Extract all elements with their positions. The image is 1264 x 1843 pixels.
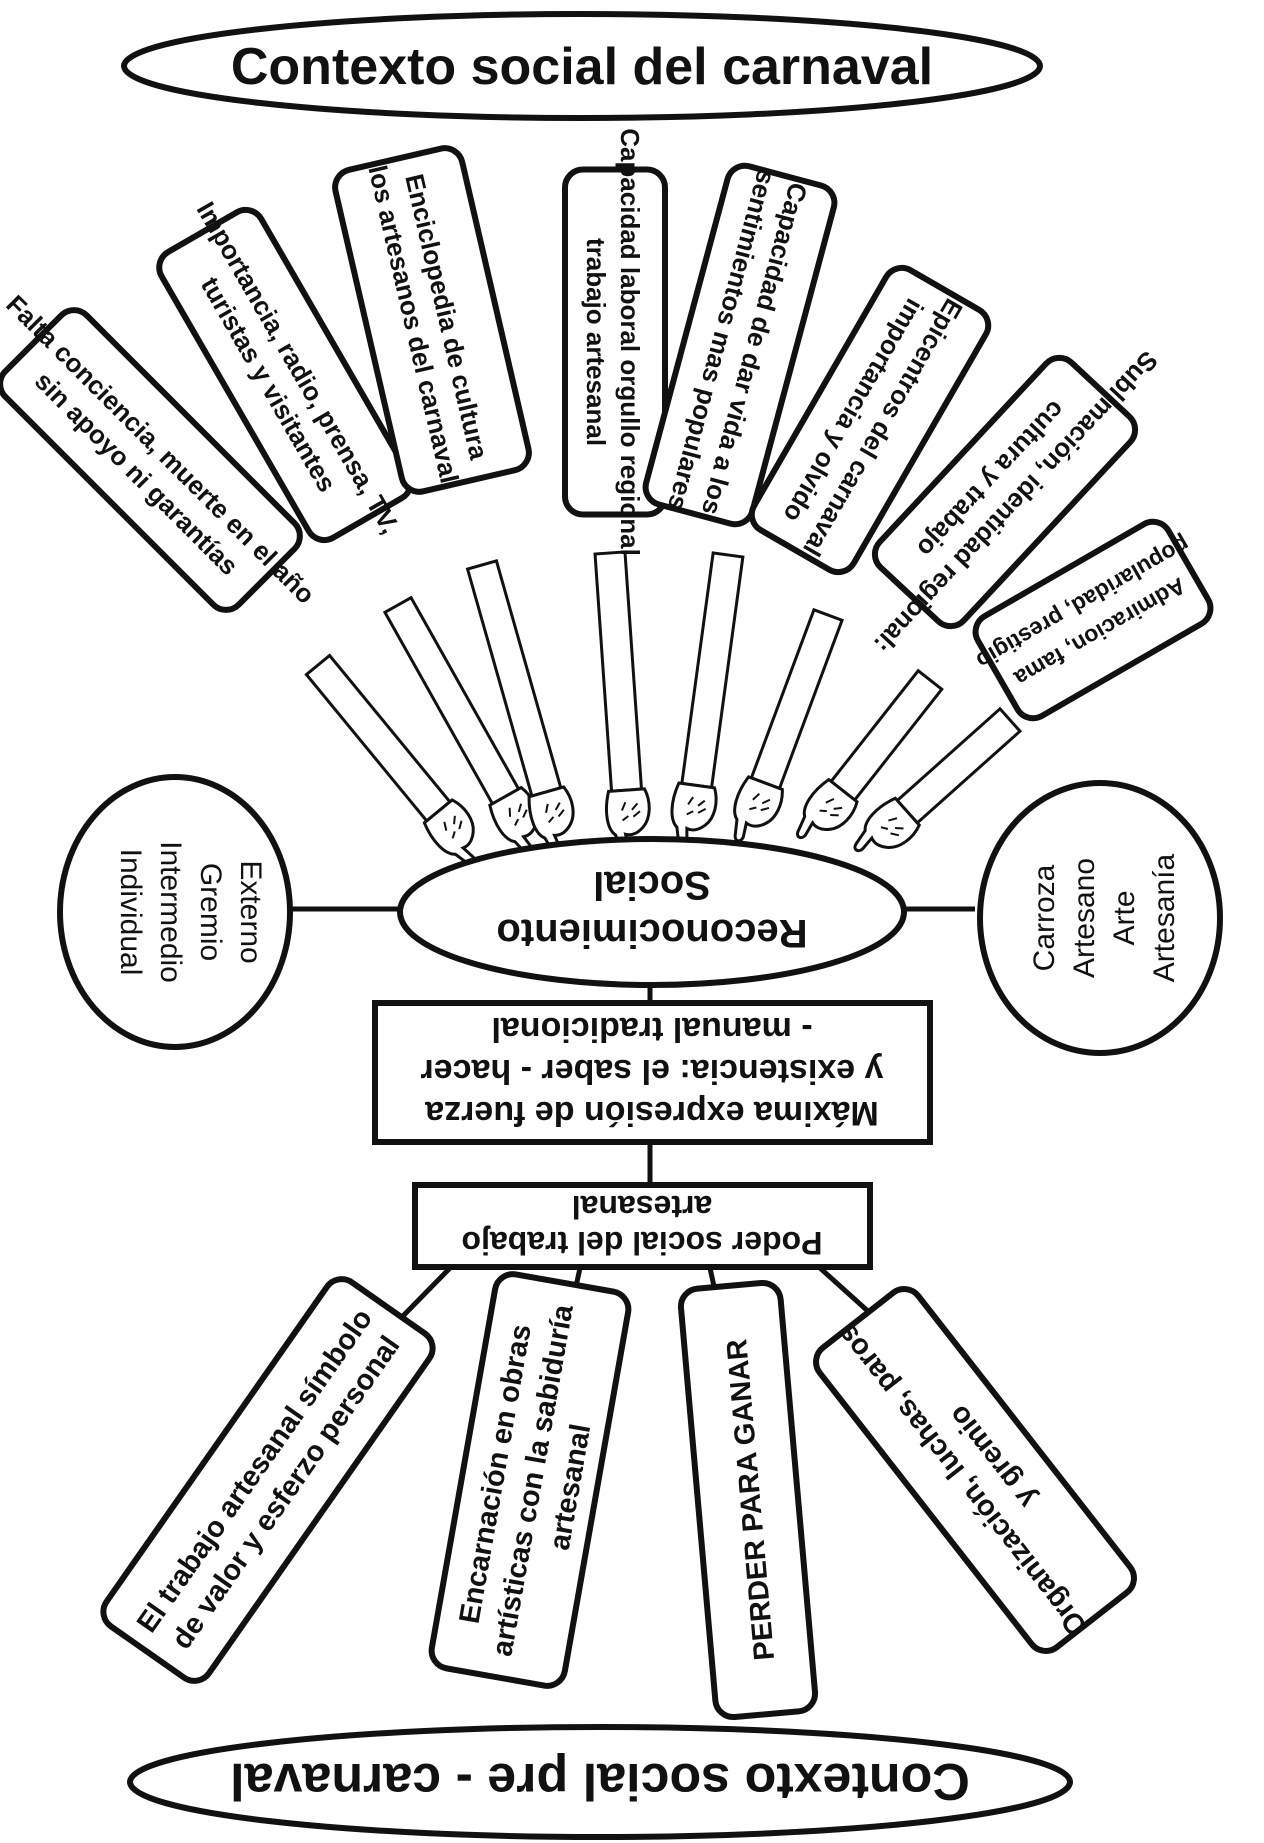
right-circle-item-3: Arte (1108, 890, 1141, 945)
top-box-4: Capacidad laboral orgullo regionaltrabaj… (562, 128, 668, 556)
bottom-title-oval: Contexto social pre - carnaval (127, 1724, 1073, 1840)
top-box-1-rect (0, 307, 303, 613)
hand-detail (545, 802, 565, 824)
poder-line-2: artesanal (572, 1189, 713, 1225)
hand-detail (443, 815, 463, 839)
top-box-5: Capacidad de dar vida a lossentimientos … (642, 162, 838, 528)
top-title: Contexto social del carnaval (231, 38, 933, 96)
bottom-box-2-rect (428, 1271, 632, 1689)
top-box-3-rect (332, 145, 532, 495)
left-circle-item-1: Individual (114, 849, 147, 976)
bottom-title-ellipse (127, 1724, 1073, 1840)
pointing-hand-icon (853, 796, 922, 853)
poder-rect (412, 1182, 873, 1270)
bottom-title: Contexto social pre - carnaval (230, 1752, 970, 1810)
left-circle-item-2: Intermedio (154, 841, 187, 983)
arm-5 (670, 551, 745, 850)
hand-detail (749, 792, 771, 812)
hand-detail (819, 797, 843, 817)
right-circle-shape (977, 780, 1223, 1056)
arm-body-6 (733, 607, 844, 843)
poder-line-1: Poder social del trabajo (462, 1225, 823, 1261)
arm-body-1 (304, 653, 477, 867)
poder-box: Poder social del trabajo artesanal (412, 1182, 873, 1270)
arm-body-7 (796, 668, 944, 840)
left-circle-shape (57, 774, 293, 1050)
top-box-7-rect (871, 354, 1139, 630)
arm-body-4 (593, 550, 651, 856)
arm-8 (853, 706, 1023, 853)
hand-detail (686, 796, 707, 816)
arm-6 (733, 607, 844, 843)
right-circle-item-2: Artesano (1068, 858, 1101, 978)
maxima-line-2: y existencia: el saber - hacer (420, 1052, 883, 1090)
sleeve (680, 551, 745, 790)
arm-1 (304, 653, 477, 867)
center-ellipse (397, 836, 907, 988)
top-box-4-line-2: trabajo artesanal (581, 238, 611, 446)
arm-body-3 (465, 559, 575, 857)
hand-shape (733, 775, 784, 843)
maxima-text-group: Máxima expresión de fuerza y existencia:… (420, 1010, 883, 1132)
sleeve (593, 550, 644, 793)
arm-body-5 (670, 551, 745, 850)
arm-body-8 (853, 706, 1023, 853)
top-box-4-rect (562, 166, 668, 518)
pointing-hand-icon (733, 775, 784, 843)
center-line-1: Reconocimiento (496, 911, 807, 955)
top-box-4-line-1: Capacidad laboral orgullo regional (615, 128, 645, 556)
left-circle: Individual Intermedio Gremio Externo (57, 774, 293, 1050)
sleeve (749, 607, 844, 791)
maxima-rect (372, 1000, 933, 1145)
arm-4 (593, 550, 651, 856)
center-text-group: Reconocimiento Social (496, 863, 807, 955)
right-circle-item-4: Artesanía (1148, 853, 1181, 982)
left-circle-item-4: Externo (234, 860, 267, 963)
maxima-line-1: Máxima expresión de fuerza (424, 1094, 879, 1132)
hand-shape (853, 796, 922, 853)
top-box-8-rect (972, 518, 1214, 722)
center-line-2: Social (593, 863, 711, 907)
top-title-oval: Contexto social del carnaval (121, 11, 1043, 121)
hand-detail (621, 801, 641, 822)
bottom-box-4-rect (813, 1286, 1137, 1654)
bottom-box-3-rect (677, 1279, 819, 1721)
right-circle: Carroza Artesano Arte Artesanía (977, 780, 1223, 1056)
center-oval: Reconocimiento Social (397, 836, 907, 988)
left-circle-item-3: Gremio (194, 863, 227, 961)
bottom-box-3: PERDER PARA GANAR (677, 1279, 819, 1721)
top-box-6-rect (748, 264, 992, 576)
hand-detail (880, 817, 904, 837)
arm-3 (465, 559, 575, 857)
top-box-2-rect (156, 206, 414, 544)
right-circle-item-1: Carroza (1028, 864, 1061, 971)
right-circle-text-group: Carroza Artesano Arte Artesanía (1028, 853, 1181, 982)
maxima-box: Máxima expresión de fuerza y existencia:… (372, 1000, 933, 1145)
poder-text-group: Poder social del trabajo artesanal (462, 1189, 823, 1261)
bottom-box-1-rect (100, 1276, 436, 1684)
top-title-ellipse (121, 11, 1043, 121)
left-circle-text-group: Individual Intermedio Gremio Externo (114, 841, 267, 983)
arm-7 (796, 668, 944, 840)
hand-detail (508, 803, 528, 826)
pointing-arms (304, 550, 1023, 867)
pointing-hand-icon (796, 777, 859, 840)
hand-shape (796, 777, 859, 840)
sleeve (895, 706, 1023, 826)
maxima-line-3: - manual tradicional (491, 1010, 812, 1048)
top-box-5-rect (642, 162, 838, 528)
